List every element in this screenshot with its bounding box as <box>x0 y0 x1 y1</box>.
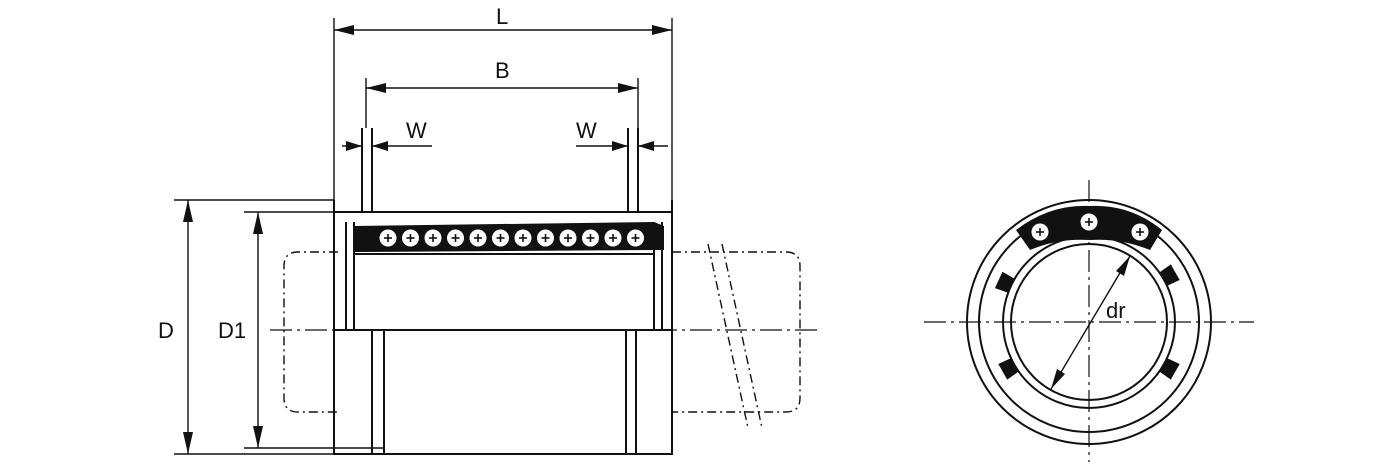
end-view: dr <box>924 180 1254 462</box>
ball <box>469 229 487 247</box>
dimension-label-b: B <box>495 58 510 83</box>
outer-ring <box>966 199 1212 445</box>
ball <box>559 229 577 247</box>
dimension-w-right: W <box>576 118 668 151</box>
end-view-balls <box>1031 213 1149 241</box>
dimension-d1: D1 <box>218 212 263 448</box>
dimension-d: D <box>158 200 193 454</box>
ball-row <box>379 229 644 247</box>
dimension-label-w-left: W <box>406 118 427 143</box>
retainer-block <box>1159 358 1180 380</box>
dimension-label-w-right: W <box>576 118 597 143</box>
dimension-l: L <box>334 4 672 35</box>
ball <box>447 229 464 247</box>
retainer-block <box>1159 264 1180 286</box>
extension-lines <box>174 18 673 455</box>
shaft-phantom-outline <box>283 251 801 413</box>
retainer-block <box>994 271 1015 293</box>
ball <box>627 229 644 247</box>
ball <box>604 229 622 247</box>
ball <box>1080 213 1098 231</box>
dimension-label-d1: D1 <box>218 318 246 343</box>
ball-track <box>354 222 664 252</box>
dimension-label-l: L <box>496 4 508 29</box>
ball <box>514 229 532 247</box>
ball <box>582 229 599 247</box>
ball <box>492 229 509 247</box>
dimension-b: B <box>366 58 638 93</box>
ball <box>1131 223 1149 241</box>
ball <box>379 229 397 247</box>
ball <box>424 229 442 247</box>
retainer-blocks <box>994 222 1180 380</box>
ball <box>537 229 554 247</box>
retainer-block <box>1062 222 1082 239</box>
bore-ring <box>1010 243 1168 401</box>
ball <box>402 229 419 247</box>
retainer-block <box>998 358 1019 380</box>
dimension-w-left: W <box>342 118 432 151</box>
dimension-label-dr: dr <box>1106 298 1126 323</box>
dimension-dr: dr <box>1050 255 1131 390</box>
shaft-break-lines <box>707 243 763 429</box>
side-view: L B W W D <box>158 4 820 455</box>
dimension-label-d: D <box>158 318 174 343</box>
sleeve-lower-half <box>333 329 673 455</box>
ball <box>1031 223 1049 241</box>
